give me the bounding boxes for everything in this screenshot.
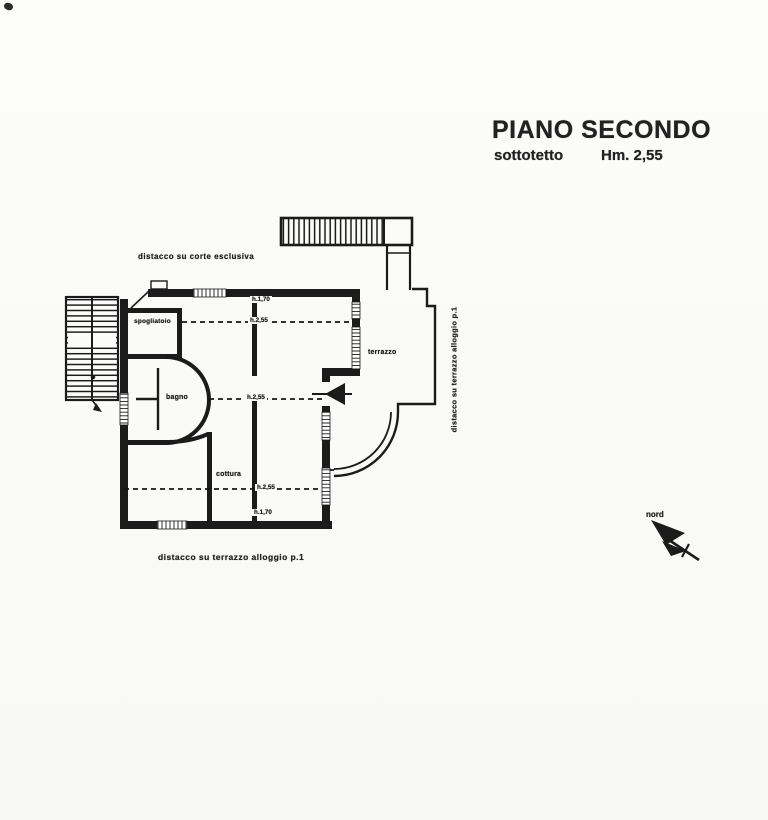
room-label-spogliatoio: spogliatoio [134, 318, 171, 325]
stair-direction-arrow [93, 403, 102, 412]
height-label-line2: h.2,55 [245, 394, 267, 401]
terrace-door-arrow [312, 383, 352, 405]
annotation-right-vertical: distacco su terrazzo alloggio p.1 [449, 306, 459, 433]
windows [119, 288, 361, 530]
left-staircase [64, 295, 120, 412]
height-label-line1: h.2,55 [248, 317, 270, 324]
window-bottom-wall [156, 520, 188, 530]
window-east-wall-1 [321, 411, 331, 441]
interior-walls [120, 297, 257, 523]
terrace-parapet [330, 287, 437, 478]
height-label-line3: h.2,55 [255, 484, 277, 491]
compass-label: nord [646, 510, 664, 519]
window-east-wall-2 [321, 467, 331, 506]
annotation-bottom: distacco su terrazzo alloggio p.1 [158, 552, 305, 562]
entry-door [130, 280, 168, 309]
annotation-top: distacco su corte esclusiva [138, 252, 255, 261]
window-top-wall [192, 288, 227, 298]
bagno-to-cottura-curve [167, 432, 209, 444]
floor-subtitle: sottotetto [494, 147, 564, 164]
stair-direction-dot [90, 374, 96, 380]
page-title: PIANO SECONDO [492, 116, 712, 144]
bathroom-fixture-symbol [136, 368, 160, 430]
height-label-top: h.1,70 [250, 296, 272, 303]
height-note: Hm. 2,55 [601, 147, 663, 164]
window-terrace-wall-1 [351, 301, 361, 320]
height-label-bottom: h.1,70 [252, 509, 274, 516]
window-west-wall [119, 392, 129, 426]
room-label-terrazzo: terrazzo [368, 349, 397, 356]
external-top-stairs [279, 216, 414, 290]
room-label-cottura: cottura [216, 471, 242, 478]
north-arrow-icon [651, 520, 700, 562]
room-label-bagno: bagno [166, 394, 188, 401]
window-terrace-wall-2 [351, 326, 361, 370]
